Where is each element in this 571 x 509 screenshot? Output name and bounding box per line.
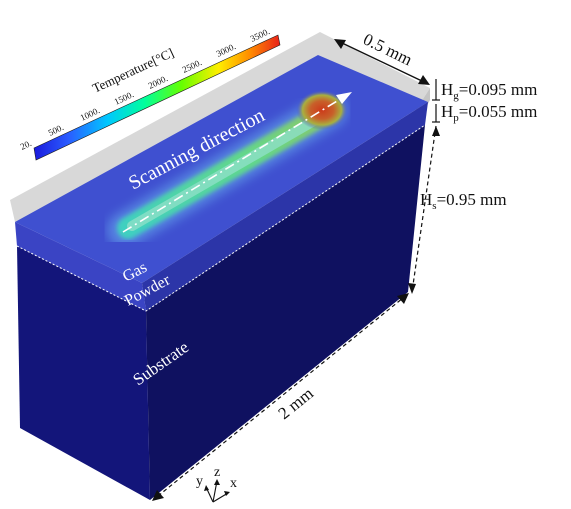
temperature-colorbar <box>33 34 281 161</box>
hg-label: Hg=0.095 mm <box>441 80 537 102</box>
hg-subscript: g <box>453 90 459 102</box>
axis-z-label: z <box>214 465 220 480</box>
axis-y-label: y <box>196 474 203 489</box>
colorbar-gradient <box>33 34 281 161</box>
hp-symbol: H <box>441 102 453 121</box>
hs-value: =0.95 mm <box>437 190 507 209</box>
hg-value: =0.095 mm <box>459 80 538 99</box>
hp-subscript: p <box>453 112 459 124</box>
hg-symbol: H <box>441 80 453 99</box>
colorbar-tick: 20. <box>19 138 33 152</box>
scan-arrow-head <box>336 92 352 104</box>
hs-subscript: s <box>432 200 436 212</box>
hs-symbol: H <box>420 190 432 209</box>
hp-label: Hp=0.055 mm <box>441 102 537 124</box>
substrate-front <box>17 246 150 500</box>
axis-x-label: x <box>230 476 237 491</box>
melt-pool-hot-spot <box>296 90 348 130</box>
powder-layer-side <box>142 102 428 311</box>
substrate-side <box>146 125 425 500</box>
height-dimensions <box>408 79 440 294</box>
axes-triad <box>204 479 230 503</box>
hp-value: =0.055 mm <box>459 102 538 121</box>
length-dimension <box>152 293 409 501</box>
width-dimension <box>334 39 430 85</box>
scan-path-line <box>122 97 343 233</box>
powder-layer-front <box>15 222 146 311</box>
hs-label: Hs=0.95 mm <box>420 190 507 212</box>
gas-powder-interface <box>16 124 426 312</box>
